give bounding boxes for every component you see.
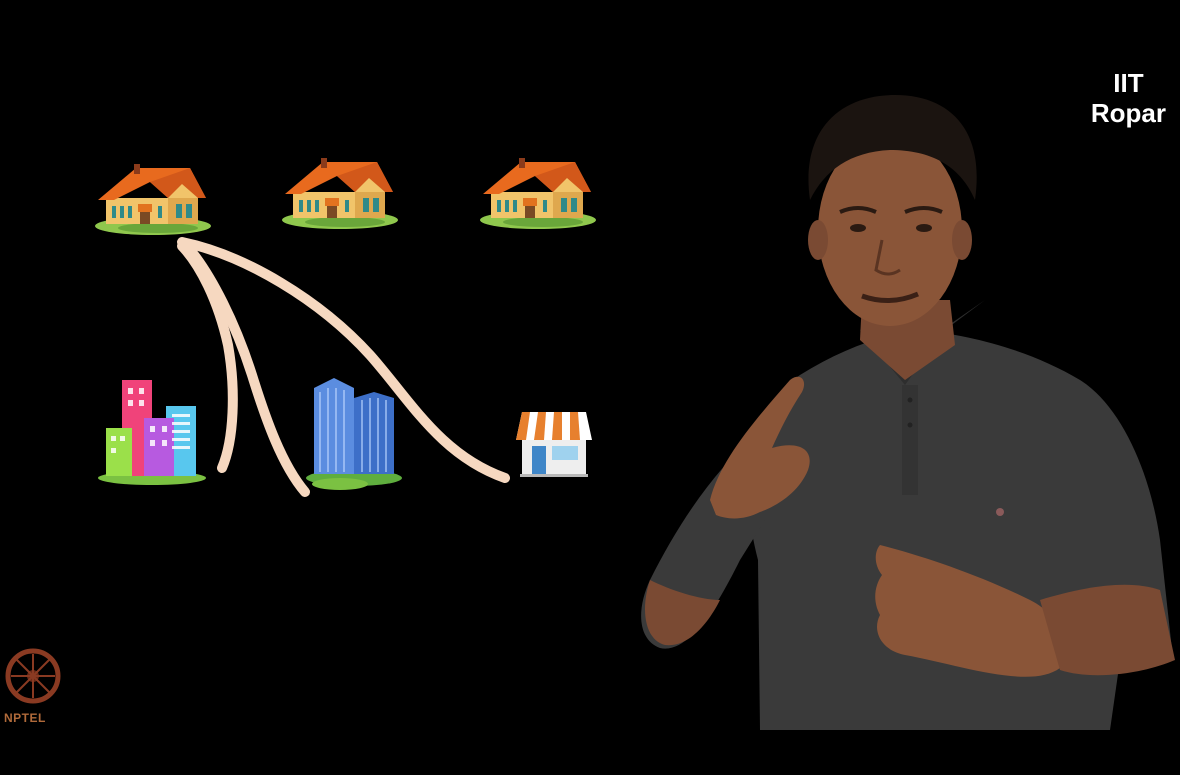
colorful-buildings-icon — [98, 380, 206, 485]
house-icon — [95, 164, 211, 235]
house-icon — [480, 158, 596, 229]
watermark-line1: IIT — [1113, 68, 1144, 98]
nptel-logo-icon — [5, 648, 61, 704]
watermark-line2: Ropar — [1090, 98, 1166, 128]
path-to-office-tower — [182, 241, 310, 497]
lecturer — [641, 95, 1175, 730]
institute-watermark: IIT Ropar — [1091, 68, 1166, 128]
house-icon — [282, 158, 398, 229]
shop-icon — [516, 412, 592, 477]
path-to-shop — [177, 237, 510, 483]
nptel-logo-text: NPTEL — [4, 711, 46, 725]
commute-paths — [177, 237, 510, 497]
office-tower-icon — [306, 378, 402, 490]
